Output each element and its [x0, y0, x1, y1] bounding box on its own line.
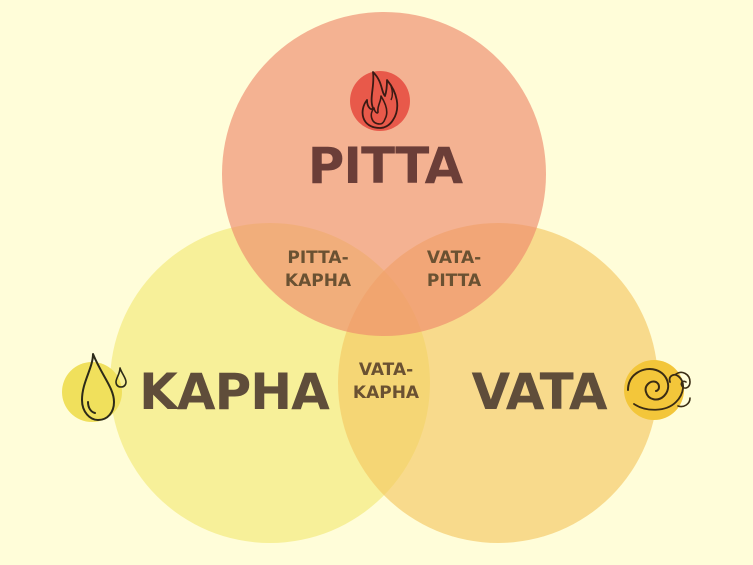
vata-pitta-line1: VATA- [426, 248, 482, 268]
vata-pitta-label: VATA- PITTA [427, 247, 481, 293]
vata-kapha-line2: KAPHA [352, 383, 420, 403]
vata-kapha-line1: VATA- [358, 360, 414, 380]
water-drop-icon [62, 353, 127, 422]
pitta-label: PITTA [307, 137, 463, 195]
fire-icon [350, 71, 410, 131]
vata-label: VATA [471, 363, 607, 421]
vata-pitta-line2: PITTA [426, 271, 482, 291]
pitta-kapha-line2: KAPHA [284, 271, 352, 291]
pitta-circle [222, 12, 546, 336]
pitta-kapha-label: PITTA- KAPHA [285, 247, 351, 293]
wind-spiral-icon [624, 360, 691, 420]
kapha-label: KAPHA [139, 363, 330, 421]
pitta-kapha-line1: PITTA- [287, 248, 349, 268]
vata-kapha-label: VATA- KAPHA [353, 359, 419, 405]
